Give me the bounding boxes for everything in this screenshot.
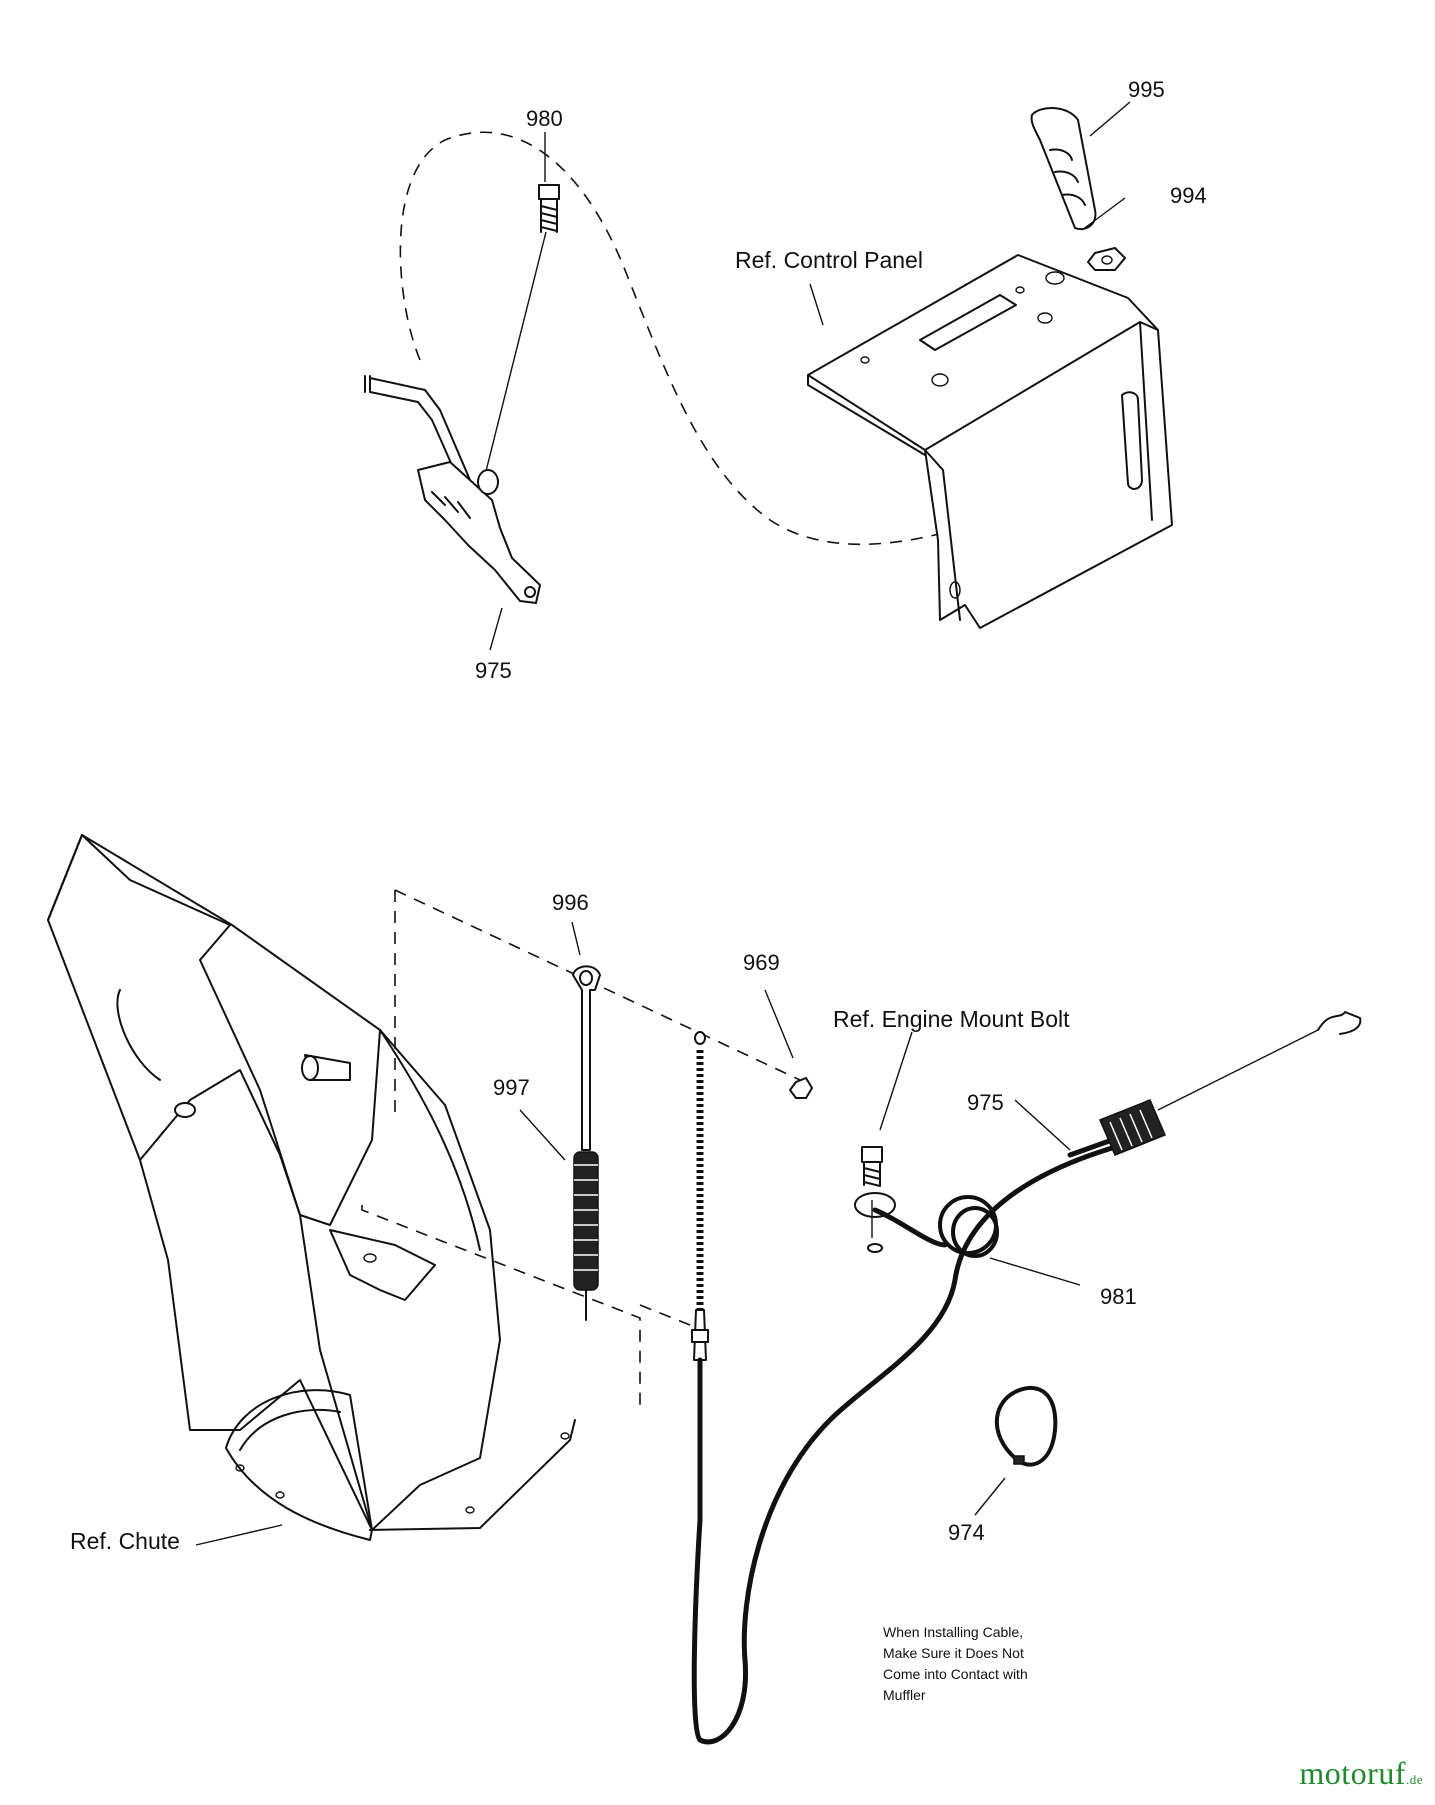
ref-chute: Ref. Chute <box>70 1528 180 1554</box>
rod-996-part <box>572 965 601 1151</box>
note-line-4: Muffler <box>883 1687 926 1703</box>
bolt-980-leader-line <box>479 231 547 496</box>
callout-997-leader <box>519 1109 566 1161</box>
callout-975-bottom: 975 <box>967 1090 1004 1115</box>
ring-974-part <box>994 1385 1058 1467</box>
callout-chute-leader <box>195 1524 283 1546</box>
cable-z-hook <box>1317 1011 1362 1035</box>
installation-note: When Installing Cable, Make Sure it Does… <box>883 1622 1028 1706</box>
ref-control-panel: Ref. Control Panel <box>735 247 923 273</box>
note-line-2: Make Sure it Does Not <box>883 1645 1024 1661</box>
cable-wire-end <box>1157 1029 1319 1111</box>
engine-mount-bolt-part <box>861 1146 883 1253</box>
callout-975-top: 975 <box>475 658 512 683</box>
callout-997: 997 <box>493 1075 530 1100</box>
note-line-1: When Installing Cable, <box>883 1624 1024 1640</box>
shift-lever-975-part <box>364 375 541 604</box>
callout-engine-mount-leader <box>879 1031 913 1131</box>
callout-969-leader <box>764 989 794 1059</box>
grip-995-part <box>1030 107 1097 230</box>
control-panel-part <box>807 254 1173 629</box>
ref-engine-mount-bolt: Ref. Engine Mount Bolt <box>833 1006 1070 1032</box>
cable-adjuster-part <box>1099 1099 1166 1156</box>
alignment-dashed-lower <box>361 1205 691 1405</box>
chute-part <box>47 834 576 1541</box>
alignment-dashed-upper <box>394 889 801 1120</box>
callout-995-leader <box>1089 101 1131 137</box>
bolt-980-part <box>538 184 560 233</box>
main-cable-975 <box>691 1145 1115 1745</box>
logo-text: motoruf <box>1299 1755 1406 1791</box>
callout-994-leader <box>1081 197 1126 231</box>
logo-tld: .de <box>1405 1772 1423 1787</box>
spring-997-part <box>573 1151 599 1321</box>
callout-980: 980 <box>526 106 563 131</box>
callout-974: 974 <box>948 1520 985 1545</box>
callout-975-bottom-leader <box>1014 1099 1071 1151</box>
callout-981-leader <box>989 1257 1081 1286</box>
nut-969-part <box>789 1077 813 1099</box>
watermark-logo: motoruf.de <box>1299 1755 1423 1792</box>
callout-975-top-leader <box>489 607 503 651</box>
chain-cable-part <box>691 1031 709 1361</box>
callout-995: 995 <box>1128 77 1165 102</box>
clip-981-part <box>854 1192 999 1258</box>
callout-control-panel-leader <box>809 283 824 326</box>
callout-974-leader <box>974 1477 1006 1516</box>
callout-996-leader <box>571 921 581 956</box>
nut-994-part <box>1087 247 1126 271</box>
callout-994: 994 <box>1170 183 1207 208</box>
callout-969: 969 <box>743 950 780 975</box>
callout-996: 996 <box>552 890 589 915</box>
callout-981: 981 <box>1100 1284 1137 1309</box>
note-line-3: Come into Contact with <box>883 1666 1028 1682</box>
